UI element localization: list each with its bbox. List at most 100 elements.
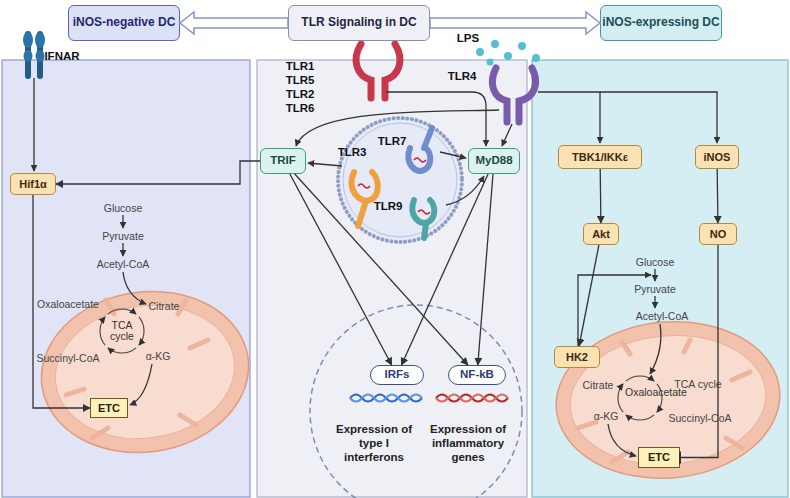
metabolite-label: Succinyl-CoA	[668, 412, 731, 424]
lps-dot	[518, 42, 526, 50]
signal-arrow	[600, 169, 602, 223]
protein-box: Hif1α	[10, 173, 56, 195]
lps-dot	[504, 52, 512, 60]
receptor-label: IFNAR	[44, 50, 79, 62]
node-text: TLR Signaling in DC	[301, 16, 416, 30]
node-text: iNOS-negative DC	[73, 16, 176, 30]
header-box: TLR Signaling in DC	[288, 5, 430, 41]
inhibition-line	[680, 245, 718, 458]
tlr4-receptor	[492, 68, 535, 122]
block-arrow	[180, 12, 288, 34]
etc-box: ETC	[90, 398, 128, 418]
node-text: Hif1α	[19, 178, 47, 191]
metabolite-label: α-KG	[146, 350, 171, 362]
metabolite-label: α-KG	[594, 410, 619, 422]
protein-box: Akt	[583, 223, 619, 245]
lps-dots	[476, 40, 540, 66]
inner-membrane	[47, 294, 244, 450]
metabolic-arrow	[123, 272, 146, 304]
transcription-factor: NF-kB	[448, 365, 506, 385]
middle-panel	[257, 60, 527, 497]
metabolite-label: Glucose	[636, 256, 675, 268]
metabolic-arrow	[654, 296, 655, 308]
header-box: iNOS-expressing DC	[600, 5, 722, 41]
endosome-membrane	[343, 123, 457, 237]
node-text: NF-kB	[460, 368, 494, 381]
node-text: ETC	[98, 402, 120, 415]
metabolite-label: Acetyl-CoA	[97, 258, 150, 270]
tlr3-receptor	[352, 172, 378, 226]
nucleus-outline	[308, 305, 524, 498]
lps-dot	[476, 48, 484, 56]
ifnar-receptor	[23, 32, 45, 76]
metabolite-label: Pyruvate	[634, 283, 675, 295]
dna-helix	[350, 395, 422, 402]
outer-membrane	[550, 313, 787, 488]
node-text: NO	[710, 228, 727, 241]
cycle-arc	[618, 384, 623, 412]
node-text: ETC	[648, 451, 670, 464]
metabolite-label: Succinyl-CoA	[36, 352, 99, 364]
cycle-arc	[108, 348, 136, 353]
signal-arrow	[446, 176, 484, 205]
nucleic-acid	[358, 158, 430, 214]
metabolite-label: Glucose	[104, 202, 143, 214]
protein-box: HK2	[554, 346, 600, 368]
receptor-domain	[36, 50, 45, 62]
node-text: HK2	[566, 351, 588, 364]
signal-arrow	[402, 174, 489, 365]
metabolite-label: Oxaloacetate	[37, 298, 99, 310]
dna-helix	[350, 395, 422, 402]
signal-arrow	[33, 78, 34, 171]
cycle-arc	[108, 309, 136, 314]
metabolic-arrow	[130, 364, 152, 405]
cycle-arc	[657, 384, 662, 412]
lps-dot	[487, 59, 494, 66]
header-box: iNOS-negative DC	[68, 5, 180, 41]
endosome	[338, 118, 462, 242]
node-text: iNOS	[704, 151, 731, 164]
receptor-label: LPS	[457, 32, 479, 44]
signal-arrow	[33, 195, 90, 408]
cycle-arc	[626, 376, 654, 381]
left-panel	[2, 60, 250, 497]
signal-arrow	[308, 163, 342, 166]
nucleus: Expression of type I interferonsExpressi…	[308, 305, 524, 498]
cycle-arc	[139, 317, 144, 345]
tca-cycle	[100, 309, 662, 420]
receptor-label: TLR3	[338, 146, 367, 158]
protein-box: TBK1/IKKε	[558, 145, 642, 169]
dna-helix	[436, 395, 508, 402]
transcription-factor: IRFs	[370, 365, 424, 385]
receptor-domain	[23, 32, 33, 48]
mitochondrion	[550, 313, 787, 488]
receptor-label: TLR6	[286, 102, 315, 114]
metabolic-arrow	[122, 243, 123, 256]
metabolite-label: Pyruvate	[102, 230, 143, 242]
outer-membrane	[31, 278, 250, 465]
node-text: IRFs	[385, 368, 410, 381]
node-text: iNOS-expressing DC	[602, 16, 719, 30]
right-panel	[532, 60, 788, 497]
gene-expression-text: Expression of inflammatory genes	[426, 423, 510, 464]
metabolic-arrow	[654, 269, 655, 281]
signal-arrow	[440, 152, 466, 158]
lps-dot	[491, 40, 499, 48]
cristae	[66, 300, 208, 438]
nuclear-envelope	[310, 305, 522, 498]
etc-box: ETC	[638, 447, 680, 468]
gene-expression-text: Expression of type I interferons	[330, 423, 418, 464]
lps-dot	[532, 54, 540, 62]
receptor-label: TLR9	[374, 200, 403, 212]
metabolic-arrow	[122, 215, 123, 228]
signal-arrow	[295, 174, 468, 365]
adaptor-box: TRIF	[260, 148, 306, 174]
signal-arrow	[296, 110, 499, 146]
node-text: TRIF	[270, 154, 296, 167]
pathway-arrows	[34, 78, 717, 456]
receptor-domain	[35, 32, 45, 48]
receptor-label: TLR2	[286, 88, 315, 100]
signal-arrow	[600, 92, 717, 143]
signal-arrow	[579, 245, 599, 346]
